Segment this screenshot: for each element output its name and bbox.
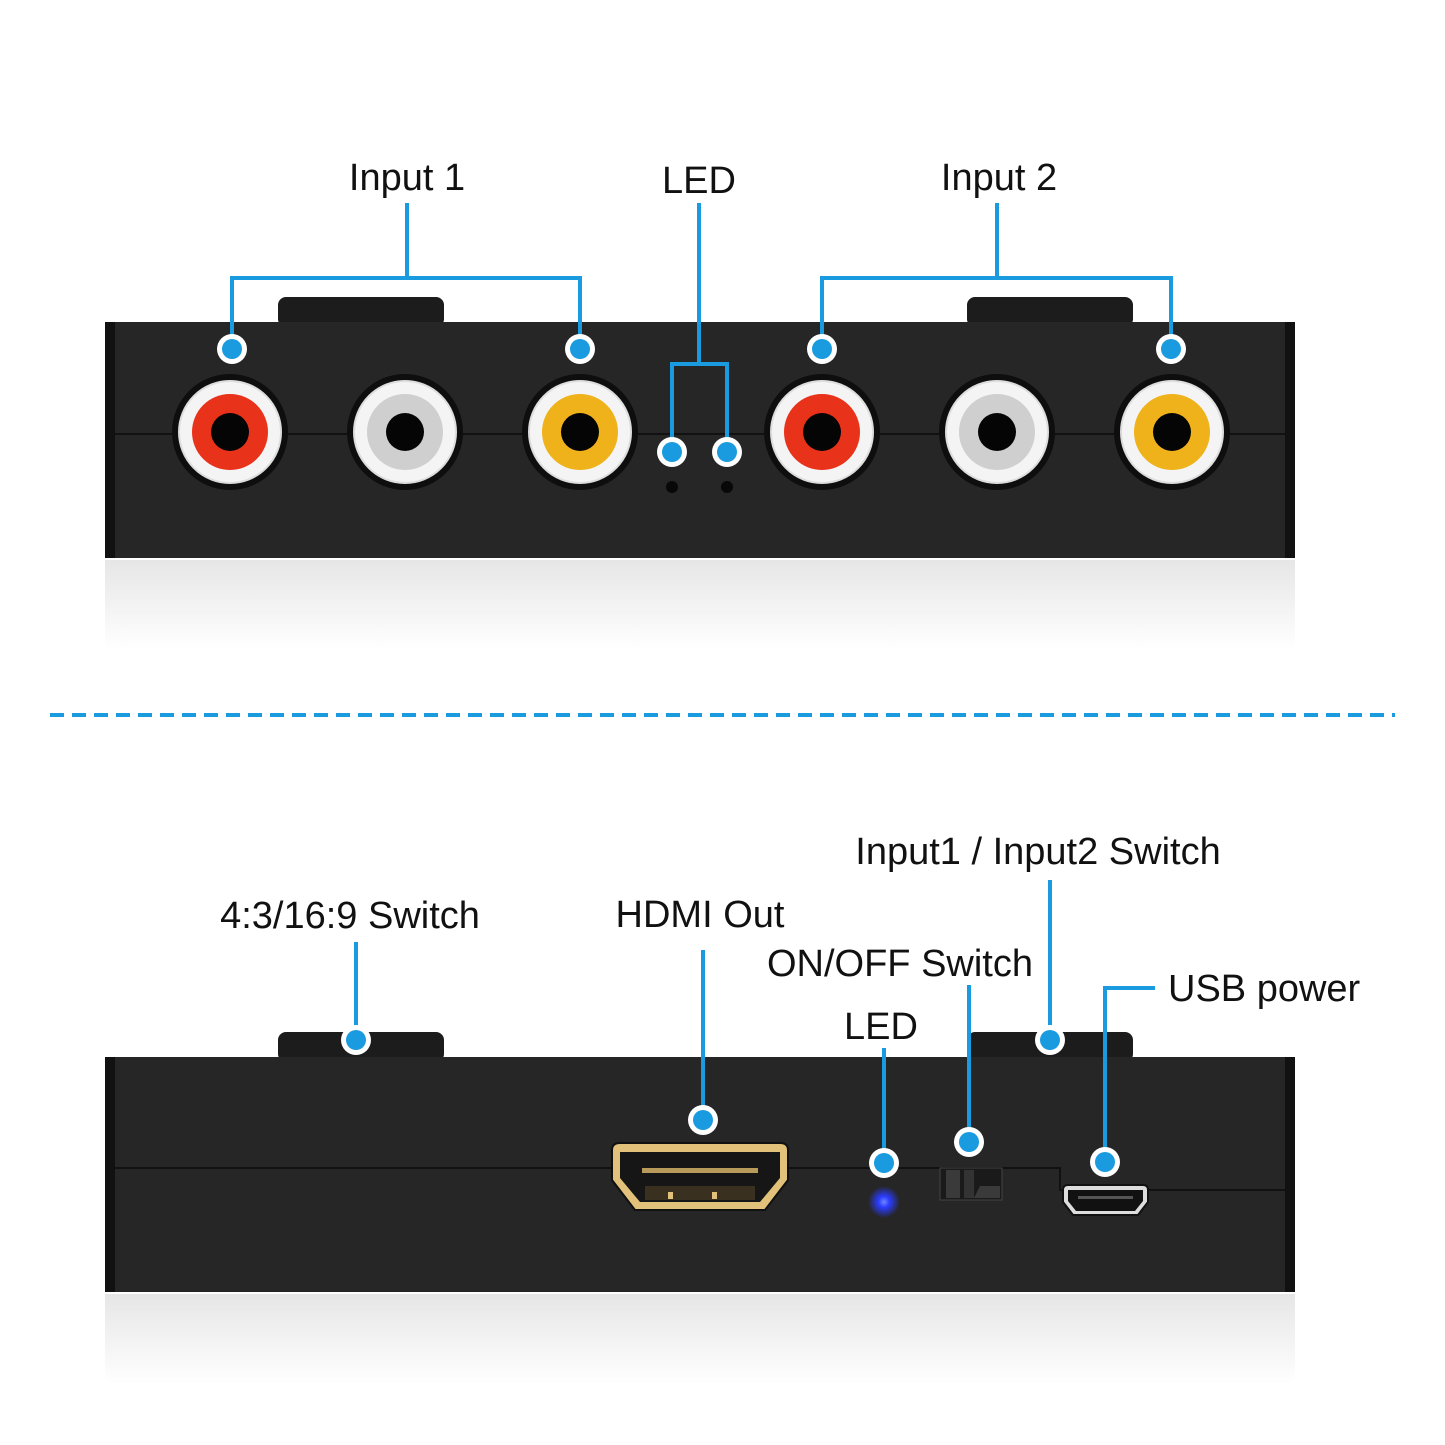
rca-jack-input1-red bbox=[172, 374, 288, 490]
callout-dot bbox=[657, 437, 687, 467]
rca-jack-input1-white bbox=[347, 374, 463, 490]
label-aspect-switch: 4:3/16:9 Switch bbox=[220, 895, 480, 937]
body-edge bbox=[1285, 322, 1295, 558]
micro-usb-port bbox=[1062, 1184, 1149, 1216]
top-view: Input 1 LED Input 2 bbox=[105, 157, 1295, 650]
reflection bbox=[105, 1294, 1295, 1384]
callout-dot bbox=[954, 1127, 984, 1157]
callout-dot bbox=[807, 334, 837, 364]
top-knob-right bbox=[967, 297, 1133, 327]
callout-line-input1 bbox=[230, 203, 582, 349]
body-edge bbox=[105, 322, 115, 558]
rca-jack-input2-white bbox=[939, 374, 1055, 490]
callout-dot bbox=[688, 1105, 718, 1135]
label-input-switch: Input1 / Input2 Switch bbox=[855, 831, 1220, 873]
label-led-top: LED bbox=[662, 160, 736, 202]
reflection bbox=[105, 560, 1295, 650]
led-indicator bbox=[868, 1186, 900, 1218]
body-edge bbox=[105, 1057, 115, 1292]
callout-dot bbox=[1035, 1025, 1065, 1055]
power-switch[interactable] bbox=[939, 1167, 1003, 1201]
label-power-switch: ON/OFF Switch bbox=[767, 943, 1033, 985]
bottom-view: 4:3/16:9 Switch HDMI Out Input1 / Input2… bbox=[105, 831, 1361, 1384]
callout-line-input2 bbox=[820, 203, 1173, 349]
hdmi-port bbox=[611, 1142, 789, 1211]
rca-jack-input2-red bbox=[764, 374, 880, 490]
body-edge bbox=[1285, 1057, 1295, 1292]
callout-line-usb-power bbox=[1103, 986, 1155, 1162]
callout-line-led-top bbox=[670, 203, 729, 452]
rca-jack-input1-yellow bbox=[522, 374, 638, 490]
callout-dot bbox=[1090, 1147, 1120, 1177]
seam bbox=[115, 1167, 1285, 1191]
callout-dot bbox=[1156, 334, 1186, 364]
callout-dots bbox=[217, 334, 1186, 1178]
led-hole bbox=[721, 481, 733, 493]
label-input1: Input 1 bbox=[349, 157, 465, 199]
label-hdmi-out: HDMI Out bbox=[616, 894, 785, 936]
callout-dot bbox=[217, 334, 247, 364]
label-usb-power: USB power bbox=[1168, 968, 1361, 1010]
callout-dot bbox=[712, 437, 742, 467]
top-knob-left bbox=[278, 297, 444, 327]
callout-dot bbox=[869, 1148, 899, 1178]
label-led-bottom: LED bbox=[844, 1006, 918, 1048]
rca-jacks bbox=[172, 374, 1230, 490]
callout-dot bbox=[341, 1025, 371, 1055]
rca-jack-input2-yellow bbox=[1114, 374, 1230, 490]
label-input2: Input 2 bbox=[941, 157, 1057, 199]
led-hole bbox=[666, 481, 678, 493]
callout-dot bbox=[565, 334, 595, 364]
